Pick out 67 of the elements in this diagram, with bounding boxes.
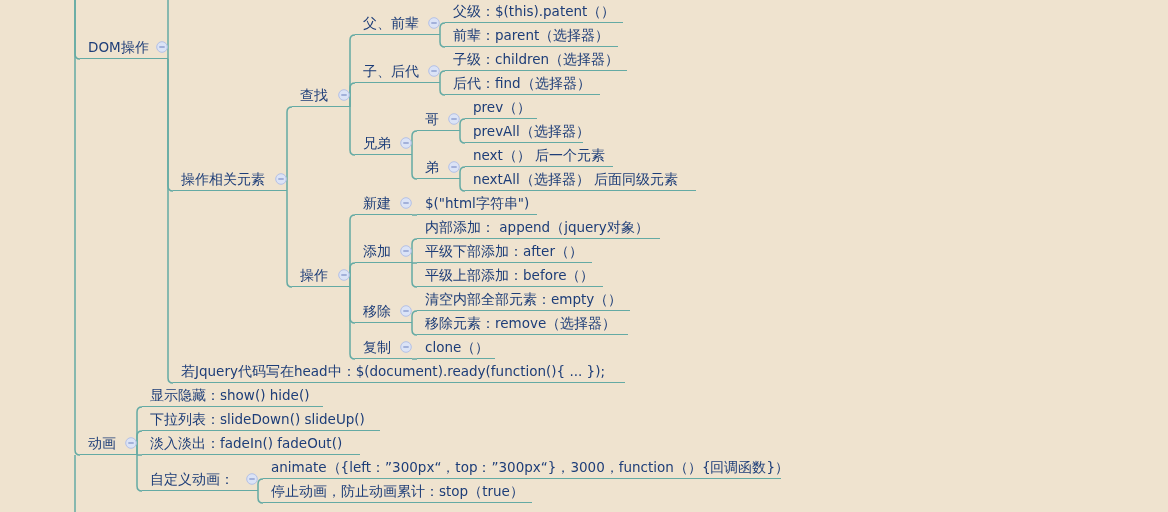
connector-line <box>411 238 418 264</box>
connector-line <box>411 214 418 216</box>
connector-line <box>349 286 356 360</box>
connector-line <box>286 190 293 288</box>
connector-line <box>411 310 418 324</box>
topic-label: 弟 <box>425 158 439 177</box>
topic-label: animate（{left：”300px“，top：”300px“}，3000，function（）{回调函数}） <box>271 458 790 477</box>
topic-label: $("html字符串") <box>425 194 530 213</box>
topic-label: 显示隐藏：show() hide() <box>150 386 310 405</box>
connector-line <box>167 0 169 60</box>
topic-label: 自定义动画： <box>150 470 234 489</box>
connector-line <box>286 106 293 192</box>
connector-line <box>136 454 143 456</box>
topic-label: 清空内部全部元素：empty（） <box>425 290 623 309</box>
connector-line <box>411 358 418 360</box>
topic-label: clone（） <box>425 338 490 357</box>
connector-line <box>349 262 356 288</box>
topic-label: 操作 <box>300 266 328 285</box>
connector-line <box>439 22 446 36</box>
topic-label: 子级：children（选择器） <box>453 50 620 69</box>
topic-label: 平级上部添加：before（） <box>425 266 595 285</box>
topic-label: 新建 <box>363 194 391 213</box>
topic-label: 前辈：parent（选择器） <box>453 26 610 45</box>
topic-label: 父、前辈 <box>363 14 419 33</box>
topic-label: 哥 <box>425 110 439 129</box>
topic-label: DOM操作 <box>88 38 149 57</box>
topic-label: 添加 <box>363 242 391 261</box>
connector-line <box>411 322 418 336</box>
topic-label: 平级下部添加：after（） <box>425 242 583 261</box>
topic-label: 复制 <box>363 338 391 357</box>
connector-line <box>459 130 466 144</box>
connector-line <box>459 178 466 192</box>
topic-label: prev（） <box>473 98 532 117</box>
topic-label: 移除元素：remove（选择器） <box>425 314 617 333</box>
topic-label: 若Jquery代码写在head中：$(document).ready(function(){ ... }); <box>181 362 605 381</box>
connector-line <box>411 130 418 156</box>
connector-line <box>257 490 264 504</box>
connector-line <box>459 166 466 180</box>
topic-label: 兄弟 <box>363 134 391 153</box>
topic-label: 子、后代 <box>363 62 419 81</box>
connector-line <box>439 82 446 96</box>
connector-line <box>167 58 174 384</box>
connector-line <box>439 70 446 84</box>
topic-label: next（） 后一个元素 <box>473 146 606 165</box>
connector-line <box>439 34 446 48</box>
connector-line <box>349 106 356 156</box>
connector-line <box>257 478 264 492</box>
connector-line <box>74 0 81 456</box>
topic-label: 父级：$(this).patent（） <box>453 2 616 21</box>
topic-label: 下拉列表：slideDown() slideUp() <box>150 410 365 429</box>
topic-label: 淡入淡出：fadeIn() fadeOut() <box>150 434 343 453</box>
topic-label: nextAll（选择器） 后面同级元素 <box>473 170 678 189</box>
connector-line <box>136 454 143 492</box>
topic-label: 内部添加： append（jquery对象） <box>425 218 649 237</box>
topic-label: 后代：find（选择器） <box>453 74 591 93</box>
connector-line <box>459 118 466 132</box>
topic-label: 查找 <box>300 86 328 105</box>
topic-label: 动画 <box>88 434 116 453</box>
connector-line <box>411 262 418 288</box>
connector-line <box>136 430 143 456</box>
connector-line <box>411 262 418 264</box>
topic-label: prevAll（选择器） <box>473 122 590 141</box>
topic-label: 移除 <box>363 302 391 321</box>
connector-line <box>349 82 356 108</box>
connector-line <box>411 154 418 180</box>
topic-label: 操作相关元素 <box>181 170 265 189</box>
topic-label: 停止动画，防止动画累计：stop（true） <box>271 482 524 501</box>
